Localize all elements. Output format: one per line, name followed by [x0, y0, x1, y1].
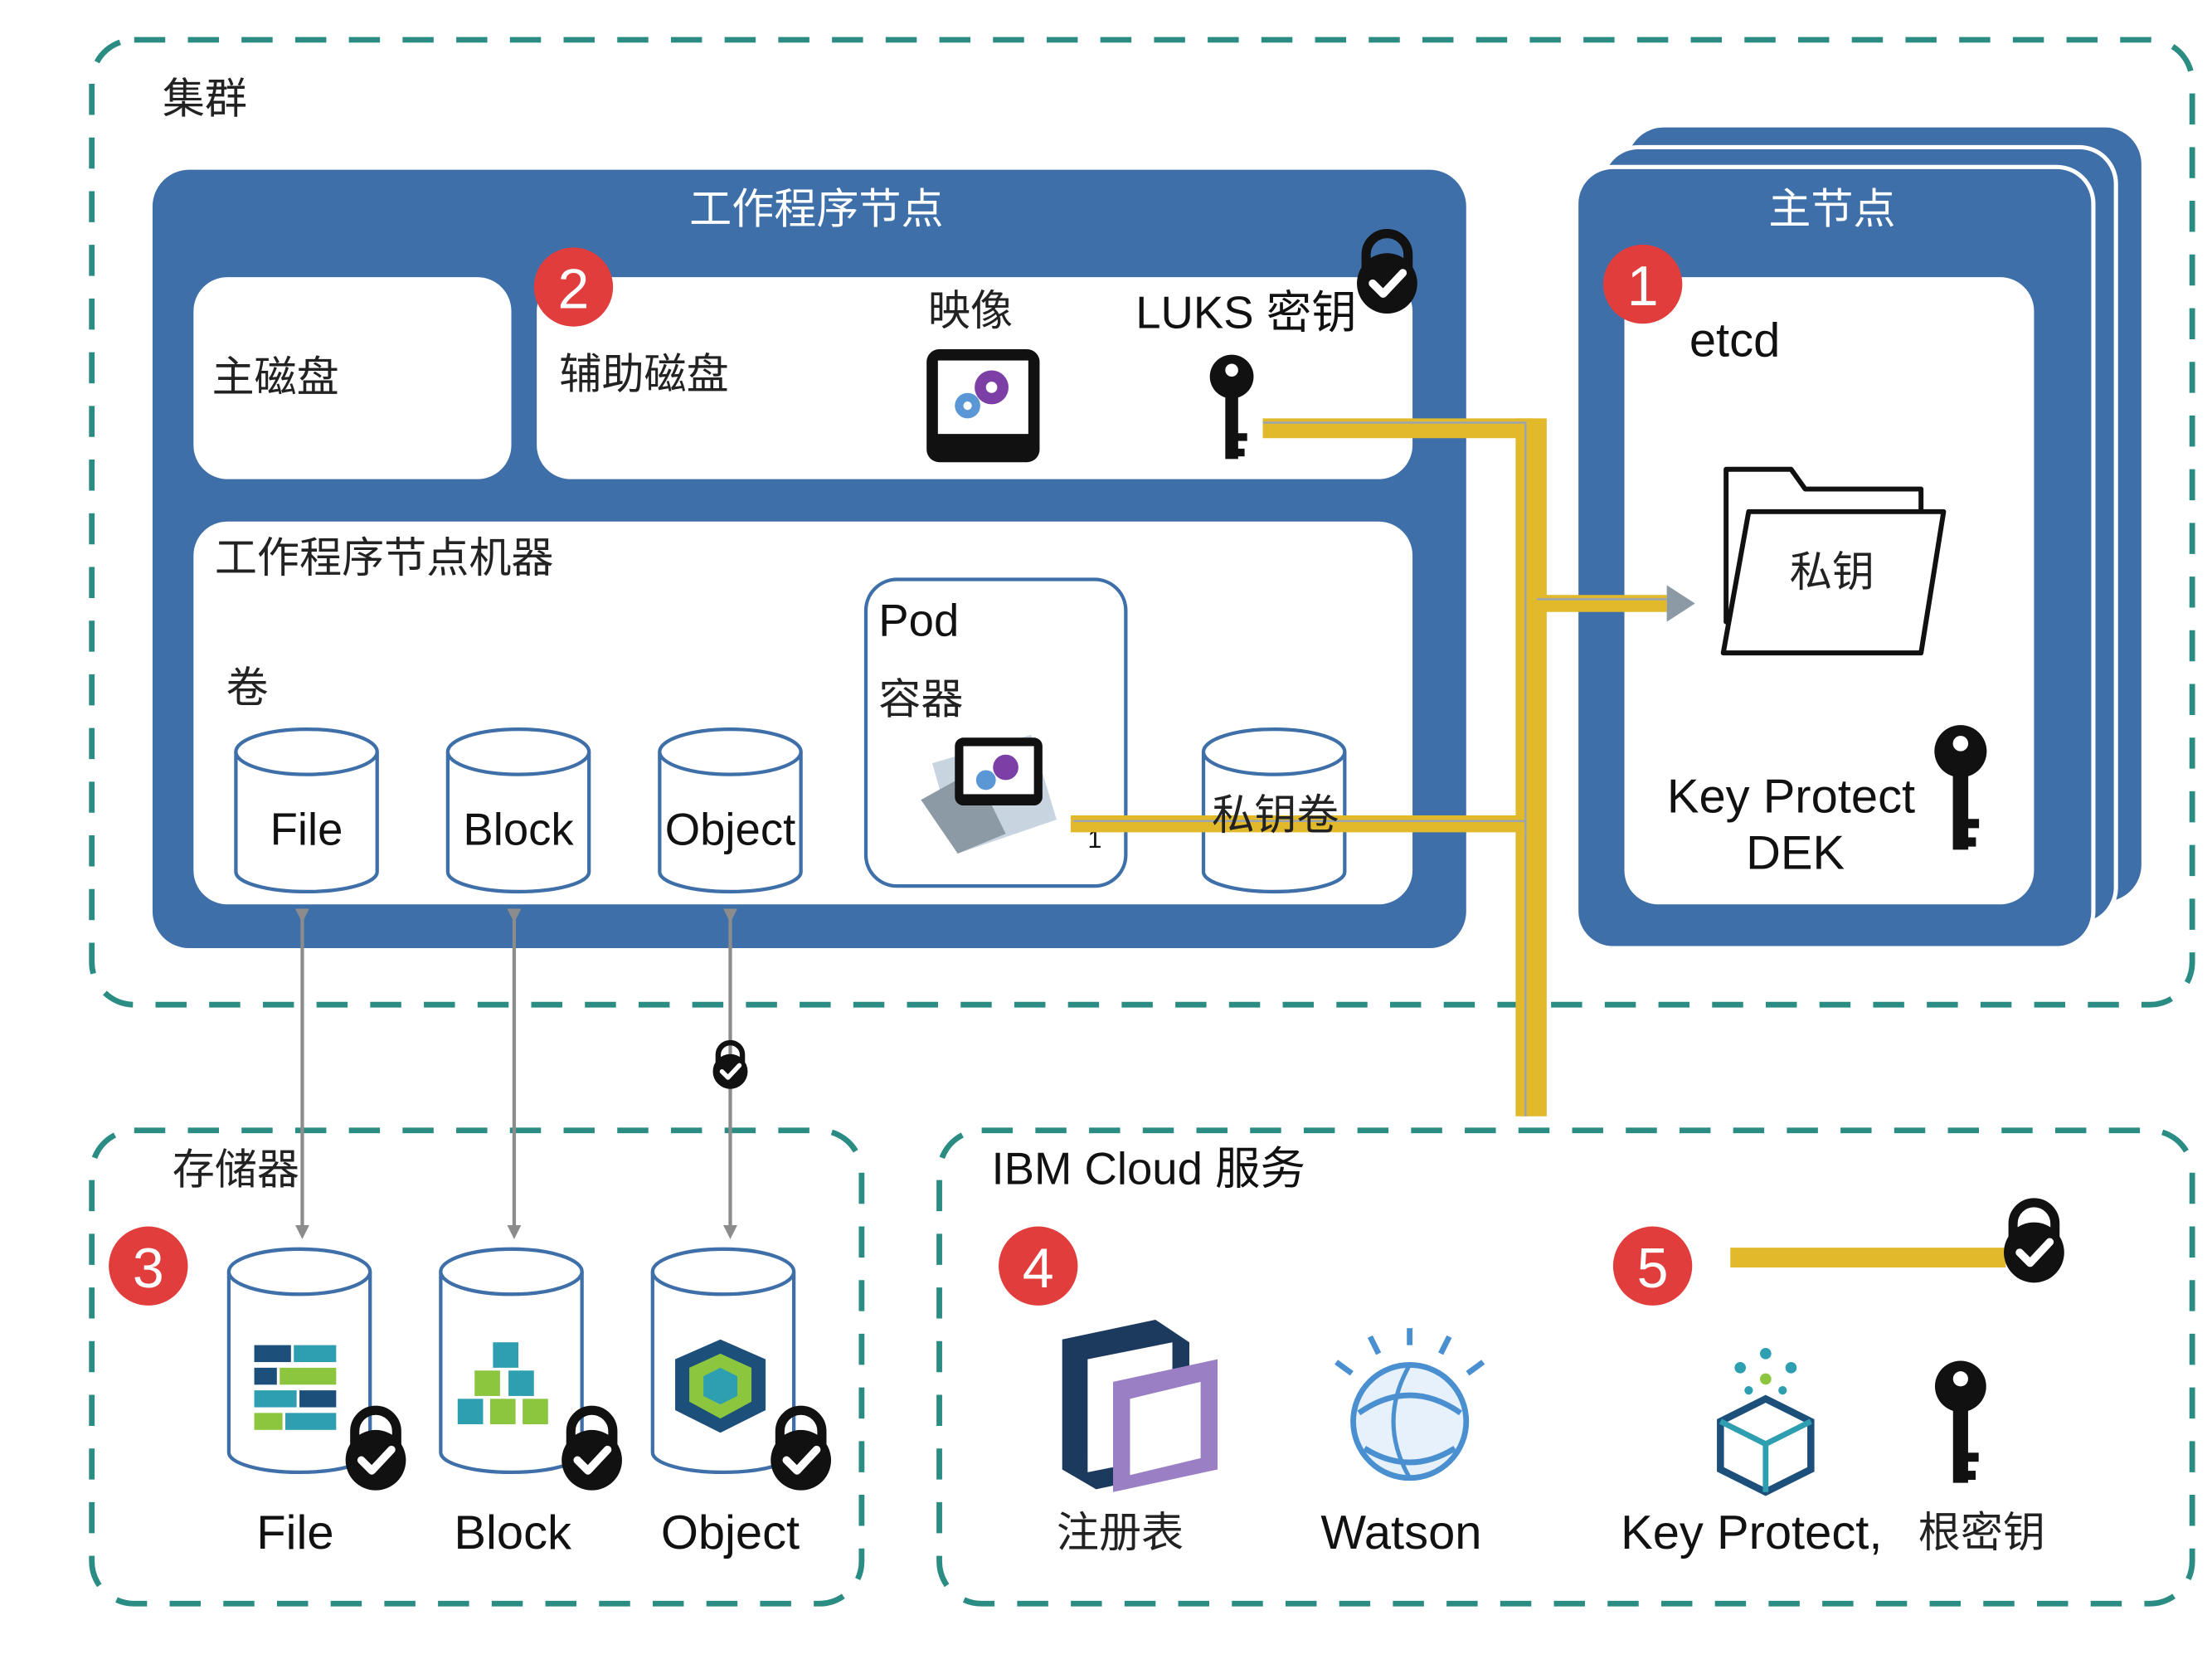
storage-file-cylinder: File — [226, 1247, 406, 1559]
svg-text:3: 3 — [133, 1237, 164, 1300]
watson-label: Watson — [1320, 1506, 1481, 1559]
primary-disk-box — [193, 277, 512, 479]
volume-file-label: File — [270, 805, 343, 855]
lock-check-icon — [346, 1410, 406, 1490]
container-icon — [921, 734, 1057, 854]
volumes-label: 卷 — [226, 664, 268, 713]
etcd-label: etcd — [1689, 314, 1780, 367]
volume-block: Block — [445, 727, 591, 894]
storage-region: 存储器 3 File — [89, 1127, 865, 1607]
secondary-disk-label: 辅助磁盘 — [559, 351, 728, 400]
svg-text:4: 4 — [1023, 1237, 1054, 1300]
badge-4: 4 — [999, 1226, 1078, 1306]
secret-volume-label: 私钥卷 — [1212, 791, 1339, 840]
lock-check-icon — [771, 1410, 831, 1490]
svg-text:2: 2 — [557, 258, 589, 321]
storage-label: 存储器 — [173, 1146, 299, 1194]
dek-label-line1: Key Protect — [1667, 771, 1915, 824]
luks-key-label: LUKS 密钥 — [1135, 287, 1356, 338]
image-label: 映像 — [928, 287, 1013, 336]
storage-block-label: Block — [454, 1506, 572, 1559]
badge-5: 5 — [1612, 1226, 1693, 1306]
container-label: 容器 — [878, 675, 963, 724]
registry-logo-icon — [1062, 1319, 1218, 1492]
key-protect-label: Key Protect, — [1621, 1506, 1882, 1559]
key-protect-logo-icon — [1717, 1348, 1815, 1496]
badge-1: 1 — [1602, 244, 1683, 324]
worker-machine-title: 工作程序节点机器 — [215, 534, 554, 583]
lock-check-icon — [562, 1410, 622, 1490]
volume-object: Object — [658, 727, 803, 894]
pod-label: Pod — [878, 596, 959, 646]
block-storage-icon — [457, 1342, 548, 1424]
dek-label-line2: DEK — [1746, 827, 1845, 880]
cluster-label: 集群 — [163, 75, 247, 124]
worker-node-title: 工作程序节点 — [689, 185, 943, 234]
storage-object-cylinder: Object — [650, 1247, 831, 1559]
storage-object-label: Object — [661, 1506, 800, 1559]
file-storage-icon — [254, 1345, 337, 1430]
registry-label: 注册表 — [1057, 1509, 1184, 1558]
worker-node: 工作程序节点 主磁盘 辅助磁盘 2 映像 LUKS 密钥 — [152, 169, 1466, 949]
root-key-label: 根密钥 — [1918, 1509, 2045, 1558]
svg-text:5: 5 — [1637, 1237, 1669, 1300]
folder-icon — [1720, 466, 1947, 656]
secret-label: 私钥 — [1790, 548, 1874, 597]
image-icon — [926, 348, 1040, 463]
master-node-title: 主节点 — [1768, 185, 1895, 234]
connector-highlights — [1073, 421, 1667, 1117]
lock-check-icon — [2004, 1203, 2064, 1282]
ibm-cloud-label: IBM Cloud 服务 — [992, 1143, 1305, 1194]
badge-2: 2 — [533, 247, 614, 327]
primary-disk-label: 主磁盘 — [211, 353, 338, 402]
cluster-region: 集群 — [89, 36, 2195, 1008]
gear-icon — [955, 370, 1009, 419]
root-key-icon — [1934, 1360, 1986, 1483]
volume-object-label: Object — [665, 805, 795, 855]
volume-block-label: Block — [463, 805, 574, 855]
yellow-connectors — [1070, 418, 2006, 1267]
etcd-arrowhead — [1666, 585, 1695, 622]
storage-block-cylinder: Block — [439, 1247, 622, 1559]
object-storage-icon — [675, 1339, 766, 1433]
badge-3: 3 — [109, 1226, 188, 1306]
ibm-cloud-region: IBM Cloud 服务 4 5 注册表 — [936, 1127, 2195, 1607]
svg-text:1: 1 — [1627, 255, 1659, 318]
master-node: 主节点 1 etcd 私钥 Key Protect DEK — [1574, 127, 2142, 951]
volume-file: File — [234, 727, 379, 894]
small-mark: 1 — [1087, 825, 1101, 854]
storage-arrows — [294, 908, 737, 1239]
watson-logo-icon — [1334, 1328, 1485, 1481]
storage-file-label: File — [256, 1506, 333, 1559]
